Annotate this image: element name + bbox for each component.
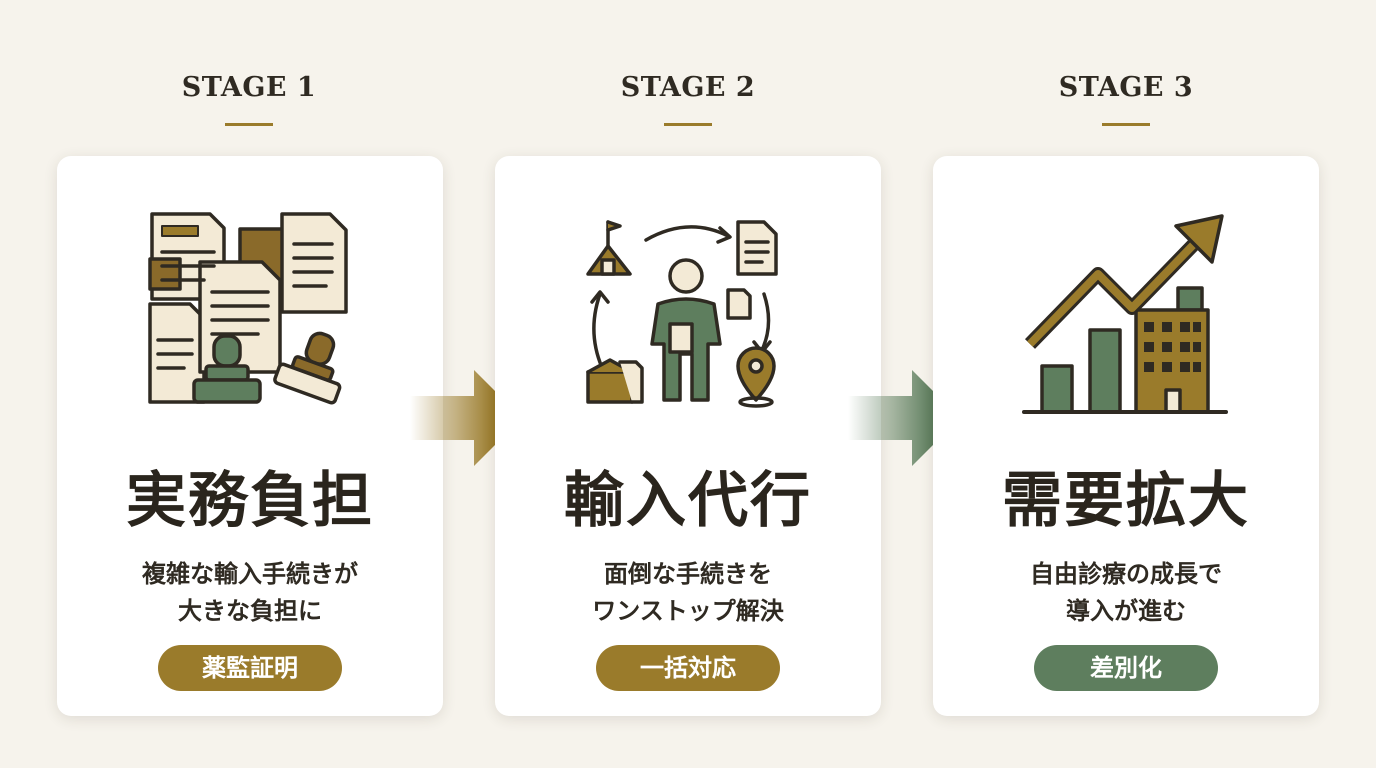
stage-2-badge: 一括対応 bbox=[596, 645, 780, 691]
stage-3-description: 自由診療の成長で 導入が進む bbox=[933, 556, 1319, 630]
stage-1-badge: 薬監証明 bbox=[158, 645, 342, 691]
stage-2-description-line-1: 面倒な手続きを bbox=[604, 560, 772, 588]
stage-3-description-line-2: 導入が進む bbox=[1066, 597, 1186, 625]
stage-2-label: STAGE 2 bbox=[620, 72, 756, 103]
stage-2-description-line-2: ワンストップ解決 bbox=[592, 597, 784, 625]
documents-and-stamps-icon bbox=[140, 204, 360, 424]
right-arrow-icon bbox=[410, 370, 522, 466]
agent-delegation-cycle-icon bbox=[578, 204, 798, 424]
stage-2-description: 面倒な手続きを ワンストップ解決 bbox=[495, 556, 881, 630]
right-arrow-icon bbox=[848, 370, 960, 466]
stage-1-label: STAGE 1 bbox=[181, 72, 317, 103]
stage-3-title: 需要拡大 bbox=[1002, 466, 1250, 536]
stage-1-title: 実務負担 bbox=[126, 466, 374, 536]
growth-chart-building-icon bbox=[1016, 204, 1236, 424]
stage-1-card: 実務負担 複雑な輸入手続きが 大きな負担に 薬監証明 bbox=[57, 156, 443, 716]
stage-3-badge: 差別化 bbox=[1034, 645, 1218, 691]
stage-1-description-line-1: 複雑な輸入手続きが bbox=[142, 560, 358, 588]
stage-2-card: 輸入代行 面倒な手続きを ワンストップ解決 一括対応 bbox=[495, 156, 881, 716]
stage-3-description-line-1: 自由診療の成長で bbox=[1030, 560, 1222, 588]
stage-1-description-line-2: 大きな負担に bbox=[178, 597, 322, 625]
stage-3-divider bbox=[1102, 123, 1150, 126]
stage-2-divider bbox=[664, 123, 712, 126]
stage-2-title: 輸入代行 bbox=[564, 466, 812, 536]
stage-3-label: STAGE 3 bbox=[1058, 72, 1194, 103]
stage-1-description: 複雑な輸入手続きが 大きな負担に bbox=[57, 556, 443, 630]
stage-1-divider bbox=[225, 123, 273, 126]
stage-3-card: 需要拡大 自由診療の成長で 導入が進む 差別化 bbox=[933, 156, 1319, 716]
